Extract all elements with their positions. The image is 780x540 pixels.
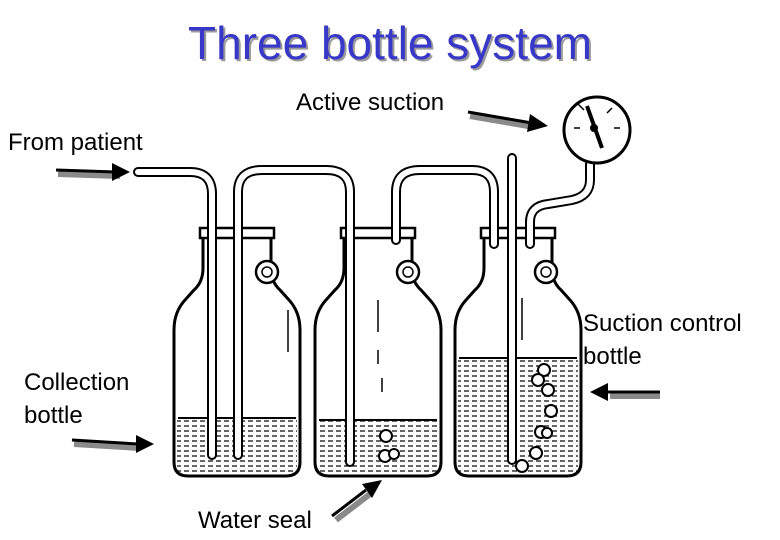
water-seal-label: Water seal (198, 507, 312, 534)
arrow-suction-control (590, 383, 660, 401)
arrow-from-patient (55, 163, 130, 181)
collection-bottle-label-line2: bottle (24, 402, 83, 429)
suction-control-label-line1: Suction control (583, 310, 742, 337)
arrow-collection-bottle (71, 435, 154, 453)
arrow-active-suction (467, 110, 548, 132)
active-suction-label: Active suction (296, 89, 445, 116)
slide-title: Three bottle system (188, 17, 592, 69)
collection-bottle-label-line1: Collection (24, 369, 130, 396)
suction-control-bottle (453, 226, 583, 478)
from-patient-label: From patient (8, 129, 143, 156)
collection-bottle-label: Collection bottle (24, 366, 129, 432)
water-seal-bottle (313, 226, 443, 478)
suction-control-label: Suction control bottle (583, 307, 742, 373)
suction-gauge-icon (562, 95, 632, 165)
suction-control-label-line2: bottle (583, 343, 642, 370)
tubing (133, 153, 595, 467)
arrow-water-seal (331, 480, 382, 523)
